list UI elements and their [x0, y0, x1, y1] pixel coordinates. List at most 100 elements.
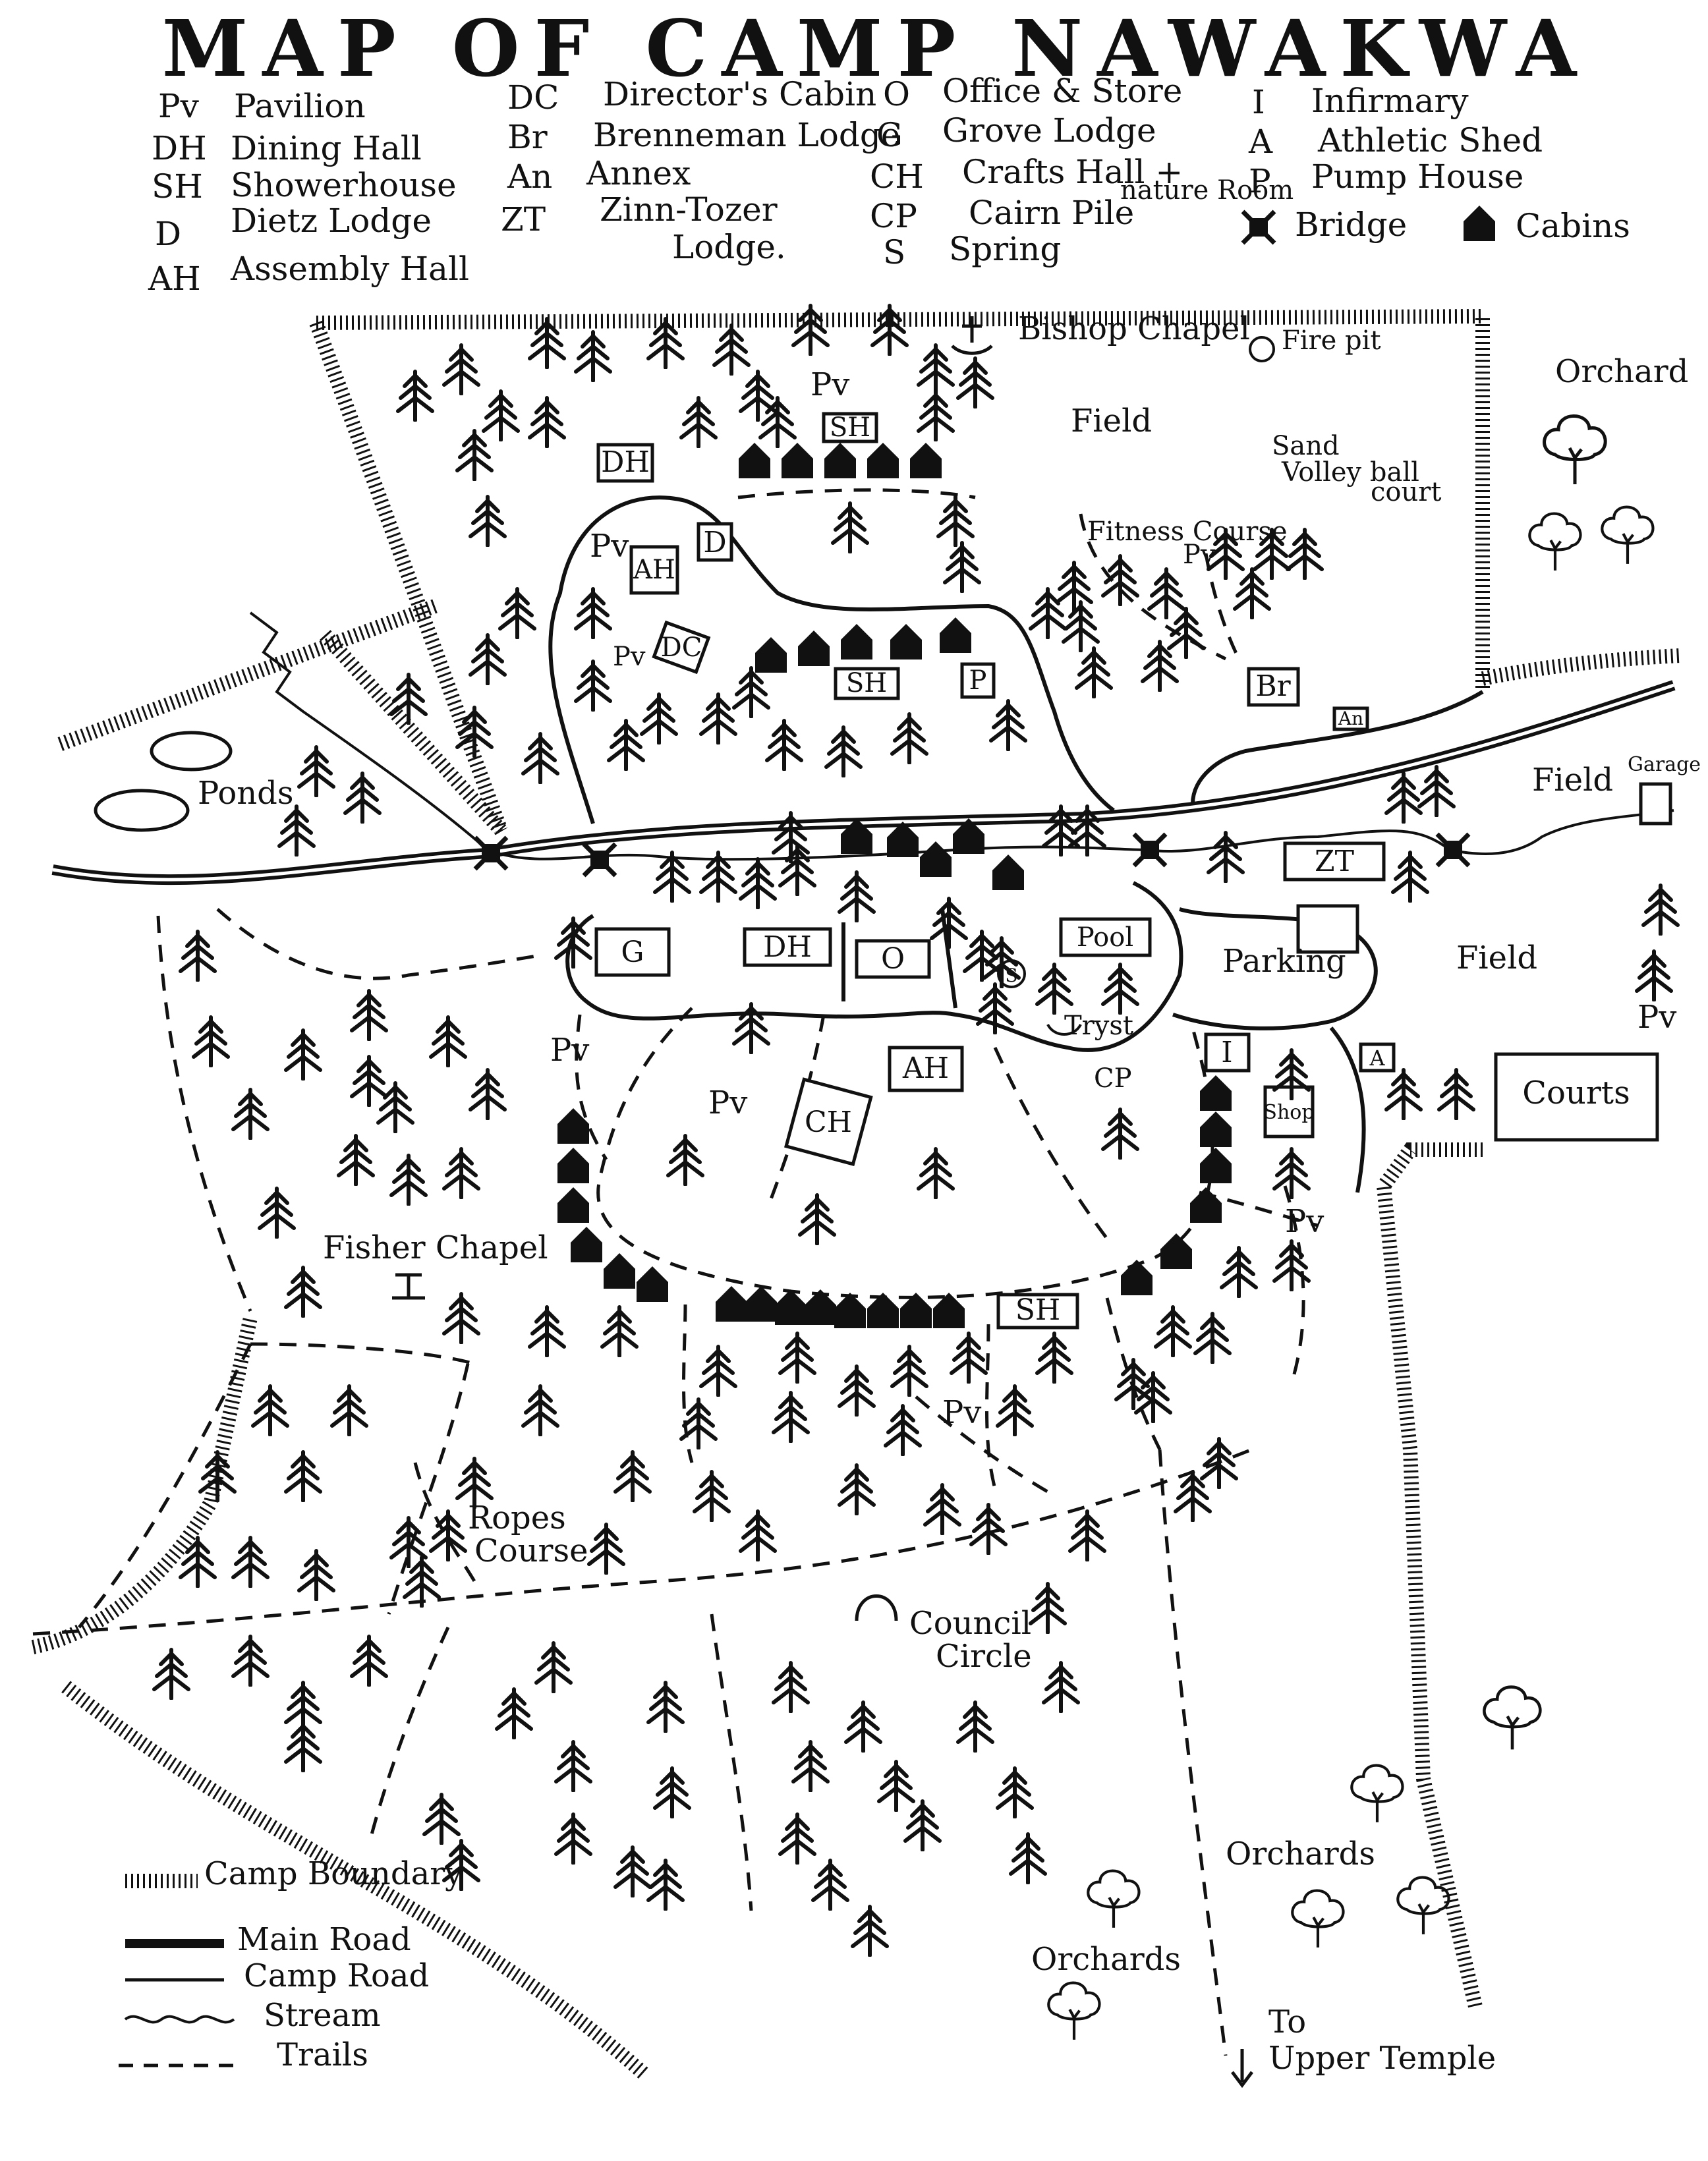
tree-icon: [892, 714, 926, 763]
fire-pit-icon: [1249, 336, 1275, 362]
tree-icon: [424, 1795, 459, 1843]
tree-icon: [1235, 569, 1269, 618]
tree-icon: [668, 1136, 702, 1185]
map-code-pv: Pv: [550, 1032, 589, 1069]
map-label: Pool: [1077, 922, 1133, 953]
tree-icon: [576, 332, 610, 381]
tree-icon: [352, 1637, 386, 1685]
building-d: [697, 522, 733, 562]
tree-icon: [642, 694, 676, 743]
legend-label: Annex: [586, 154, 691, 192]
label-orchards: Orchards: [1226, 1836, 1375, 1872]
label-sand: Sand: [1272, 431, 1340, 461]
legend-code: O: [883, 75, 910, 113]
tree-icon: [833, 503, 867, 552]
legend-code: Br: [507, 118, 548, 156]
tree-icon: [905, 1801, 940, 1850]
tree-icon: [1209, 833, 1243, 882]
legend-label: Pavilion: [234, 87, 366, 125]
tree-icon: [1222, 1248, 1256, 1297]
tree-icon: [1103, 965, 1137, 1013]
line-legend-label: Main Road: [237, 1921, 411, 1958]
tree-icon: [998, 1386, 1032, 1435]
tree-group: [154, 306, 1678, 1955]
label-fire-pit: Fire pit: [1282, 325, 1381, 356]
bridge-icon: [1437, 834, 1469, 866]
map-title: MAP OF CAMP NAWAKWA: [162, 3, 1591, 94]
building-ah-north: [629, 545, 679, 595]
tree-icon: [892, 1347, 926, 1395]
tree-icon: [932, 899, 966, 947]
label-field: Field: [1071, 403, 1152, 439]
building-dc: [652, 620, 711, 675]
tree-icon: [253, 1386, 287, 1435]
legend-label: Grove Lodge: [942, 111, 1156, 150]
tree-icon: [840, 872, 874, 921]
cabin-icon: [940, 617, 971, 653]
label-parking: Parking: [1222, 943, 1346, 980]
cabin-icon: [1190, 1187, 1222, 1223]
building-sh-south: [996, 1293, 1079, 1330]
cabin-icon: [890, 624, 922, 660]
tree-icon: [774, 1663, 808, 1712]
tree-icon: [154, 1650, 188, 1698]
tree-icon: [378, 1083, 413, 1132]
tree-icon: [1037, 965, 1071, 1013]
legend-label: Cabins: [1516, 207, 1630, 245]
tree-icon: [589, 1525, 623, 1573]
legend-code: AH: [148, 260, 201, 298]
cabin-icon: [798, 631, 830, 666]
legend-code: G: [876, 116, 903, 154]
legend-col3: O Office & Store G Grove Lodge CH Crafts…: [870, 72, 1294, 271]
tree-icon: [780, 1333, 814, 1382]
cabin-icon: [1200, 1111, 1232, 1147]
tree-icon: [978, 984, 1012, 1033]
tree-icon: [181, 1538, 215, 1586]
tree-icon: [391, 1156, 426, 1204]
tree-icon: [1070, 1511, 1104, 1560]
building-dh-south: [743, 927, 832, 967]
sand-volleyball-court: [1296, 904, 1359, 954]
map-code-pv: Pv: [708, 1084, 747, 1121]
line-legend-label: Stream: [264, 1997, 381, 2034]
map-code-pv: Pv: [942, 1394, 981, 1431]
tree-icon: [1057, 563, 1091, 611]
tree-icon: [444, 1294, 478, 1343]
cabin-icon: [1200, 1075, 1232, 1111]
legend-code: CP: [870, 197, 917, 235]
tree-icon: [1169, 609, 1203, 658]
legend-label: Cairn Pile: [969, 194, 1134, 232]
tree-icon: [925, 1485, 959, 1534]
label-orchards: Orchards: [1031, 1941, 1181, 1978]
trails: [32, 488, 1319, 2056]
building-code: P: [969, 665, 987, 696]
map-label: Courts: [1522, 1075, 1630, 1111]
tree-icon: [1031, 589, 1065, 638]
legend-code: DC: [507, 78, 559, 117]
building-i: [1204, 1032, 1251, 1073]
legend-code: CH: [870, 157, 924, 196]
tree-icon: [523, 734, 557, 783]
legend-label: Director's Cabin: [603, 75, 876, 113]
tree-icon: [919, 391, 953, 440]
label-volleyball: Volley ball: [1281, 457, 1419, 488]
tree-icon: [767, 721, 801, 770]
map-code-pv: Pv: [1637, 999, 1676, 1036]
building-code: CH: [805, 1106, 852, 1139]
orchard-tree-icon: [1088, 1871, 1139, 1928]
line-legend-label: Camp Boundary: [204, 1855, 463, 1892]
tree-icon: [470, 1070, 505, 1119]
tree-icon: [919, 345, 953, 394]
legend-label: Assembly Hall: [230, 250, 469, 288]
tree-icon: [1439, 1070, 1473, 1119]
tree-icon: [299, 1551, 333, 1600]
building-a: [1359, 1042, 1396, 1073]
label-council-circle: Circle: [936, 1638, 1032, 1675]
tree-icon: [398, 372, 432, 420]
label-council-circle: Council: [909, 1605, 1031, 1642]
tree-icon: [1419, 767, 1454, 816]
legend-code: S: [883, 233, 905, 271]
tryst-icon: [1046, 1023, 1082, 1036]
tree-icon: [886, 1406, 920, 1455]
building-code: DH: [763, 930, 812, 964]
